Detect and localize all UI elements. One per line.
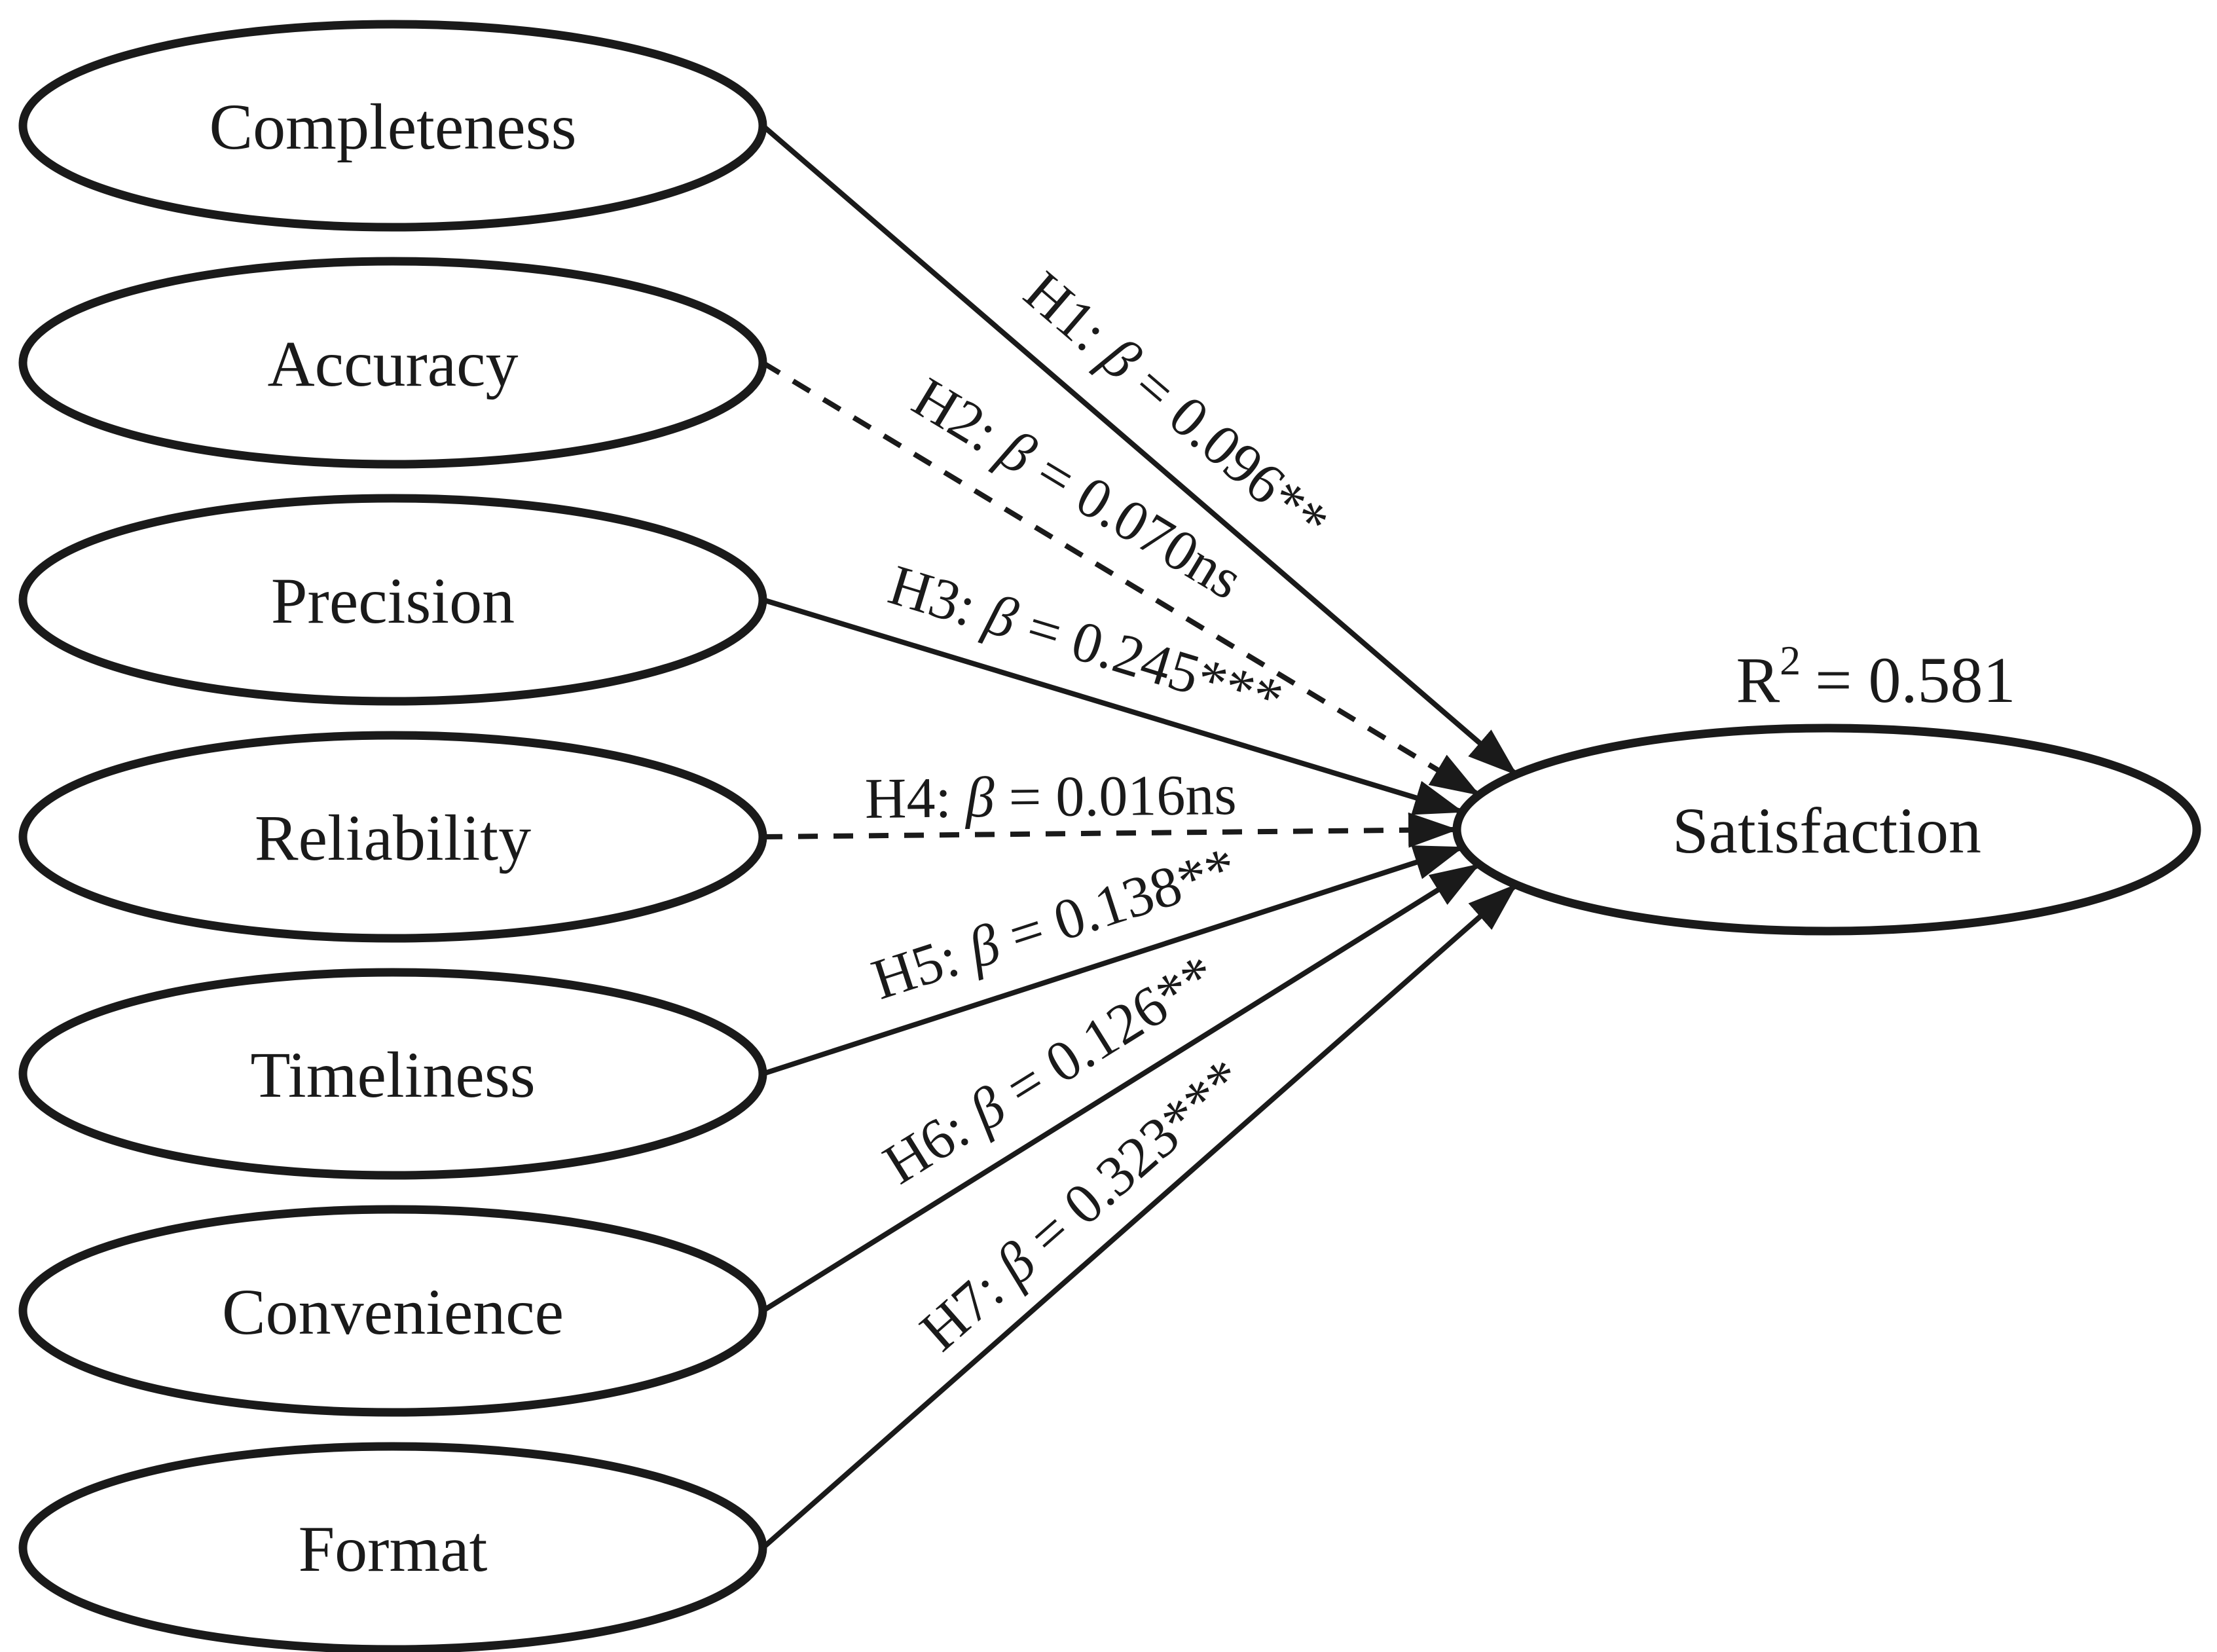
node-completeness: Completeness xyxy=(18,20,767,232)
path-arrow-h3 xyxy=(761,597,1464,815)
r-squared-annotation: R2 = 0.581 xyxy=(1736,637,2015,716)
path-arrow-h5 xyxy=(761,845,1464,1076)
node-accuracy: Accuracy xyxy=(18,257,767,469)
reliability-label: Reliability xyxy=(255,801,531,874)
convenience-label: Convenience xyxy=(222,1276,564,1348)
completeness-label: Completeness xyxy=(209,90,576,163)
path-label-h4: H4:β= 0.016ns xyxy=(864,763,1237,831)
path-arrow-h7 xyxy=(761,882,1518,1551)
path-label-h7: H7:β= 0.323*** xyxy=(909,1047,1256,1363)
path-arrow-h6 xyxy=(761,862,1481,1313)
precision-label: Precision xyxy=(271,564,515,637)
node-format: Format xyxy=(18,1442,767,1652)
path-arrow-h2 xyxy=(761,360,1481,798)
path-arrows xyxy=(761,123,1518,1551)
node-timeliness: Timeliness xyxy=(18,968,767,1180)
satisfaction-label: Satisfaction xyxy=(1672,794,1981,867)
accuracy-label: Accuracy xyxy=(267,327,518,400)
node-precision: Precision xyxy=(18,494,767,706)
node-reliability: Reliability xyxy=(18,731,767,943)
path-arrow-h4 xyxy=(762,812,1458,848)
node-satisfaction: Satisfaction xyxy=(1452,724,2201,936)
r2-superscript: 2 xyxy=(1780,637,1801,684)
path-arrow-h1 xyxy=(761,123,1518,777)
format-label: Format xyxy=(299,1513,488,1585)
node-convenience: Convenience xyxy=(18,1205,767,1417)
r2-value: = 0.581 xyxy=(1815,644,2015,716)
timeliness-label: Timeliness xyxy=(250,1038,535,1111)
r2-base: R xyxy=(1736,644,1780,716)
path-coefficient-labels: H1:β= 0.096** H2:β= 0.070ns H3:β= 0.245*… xyxy=(864,259,1340,1363)
